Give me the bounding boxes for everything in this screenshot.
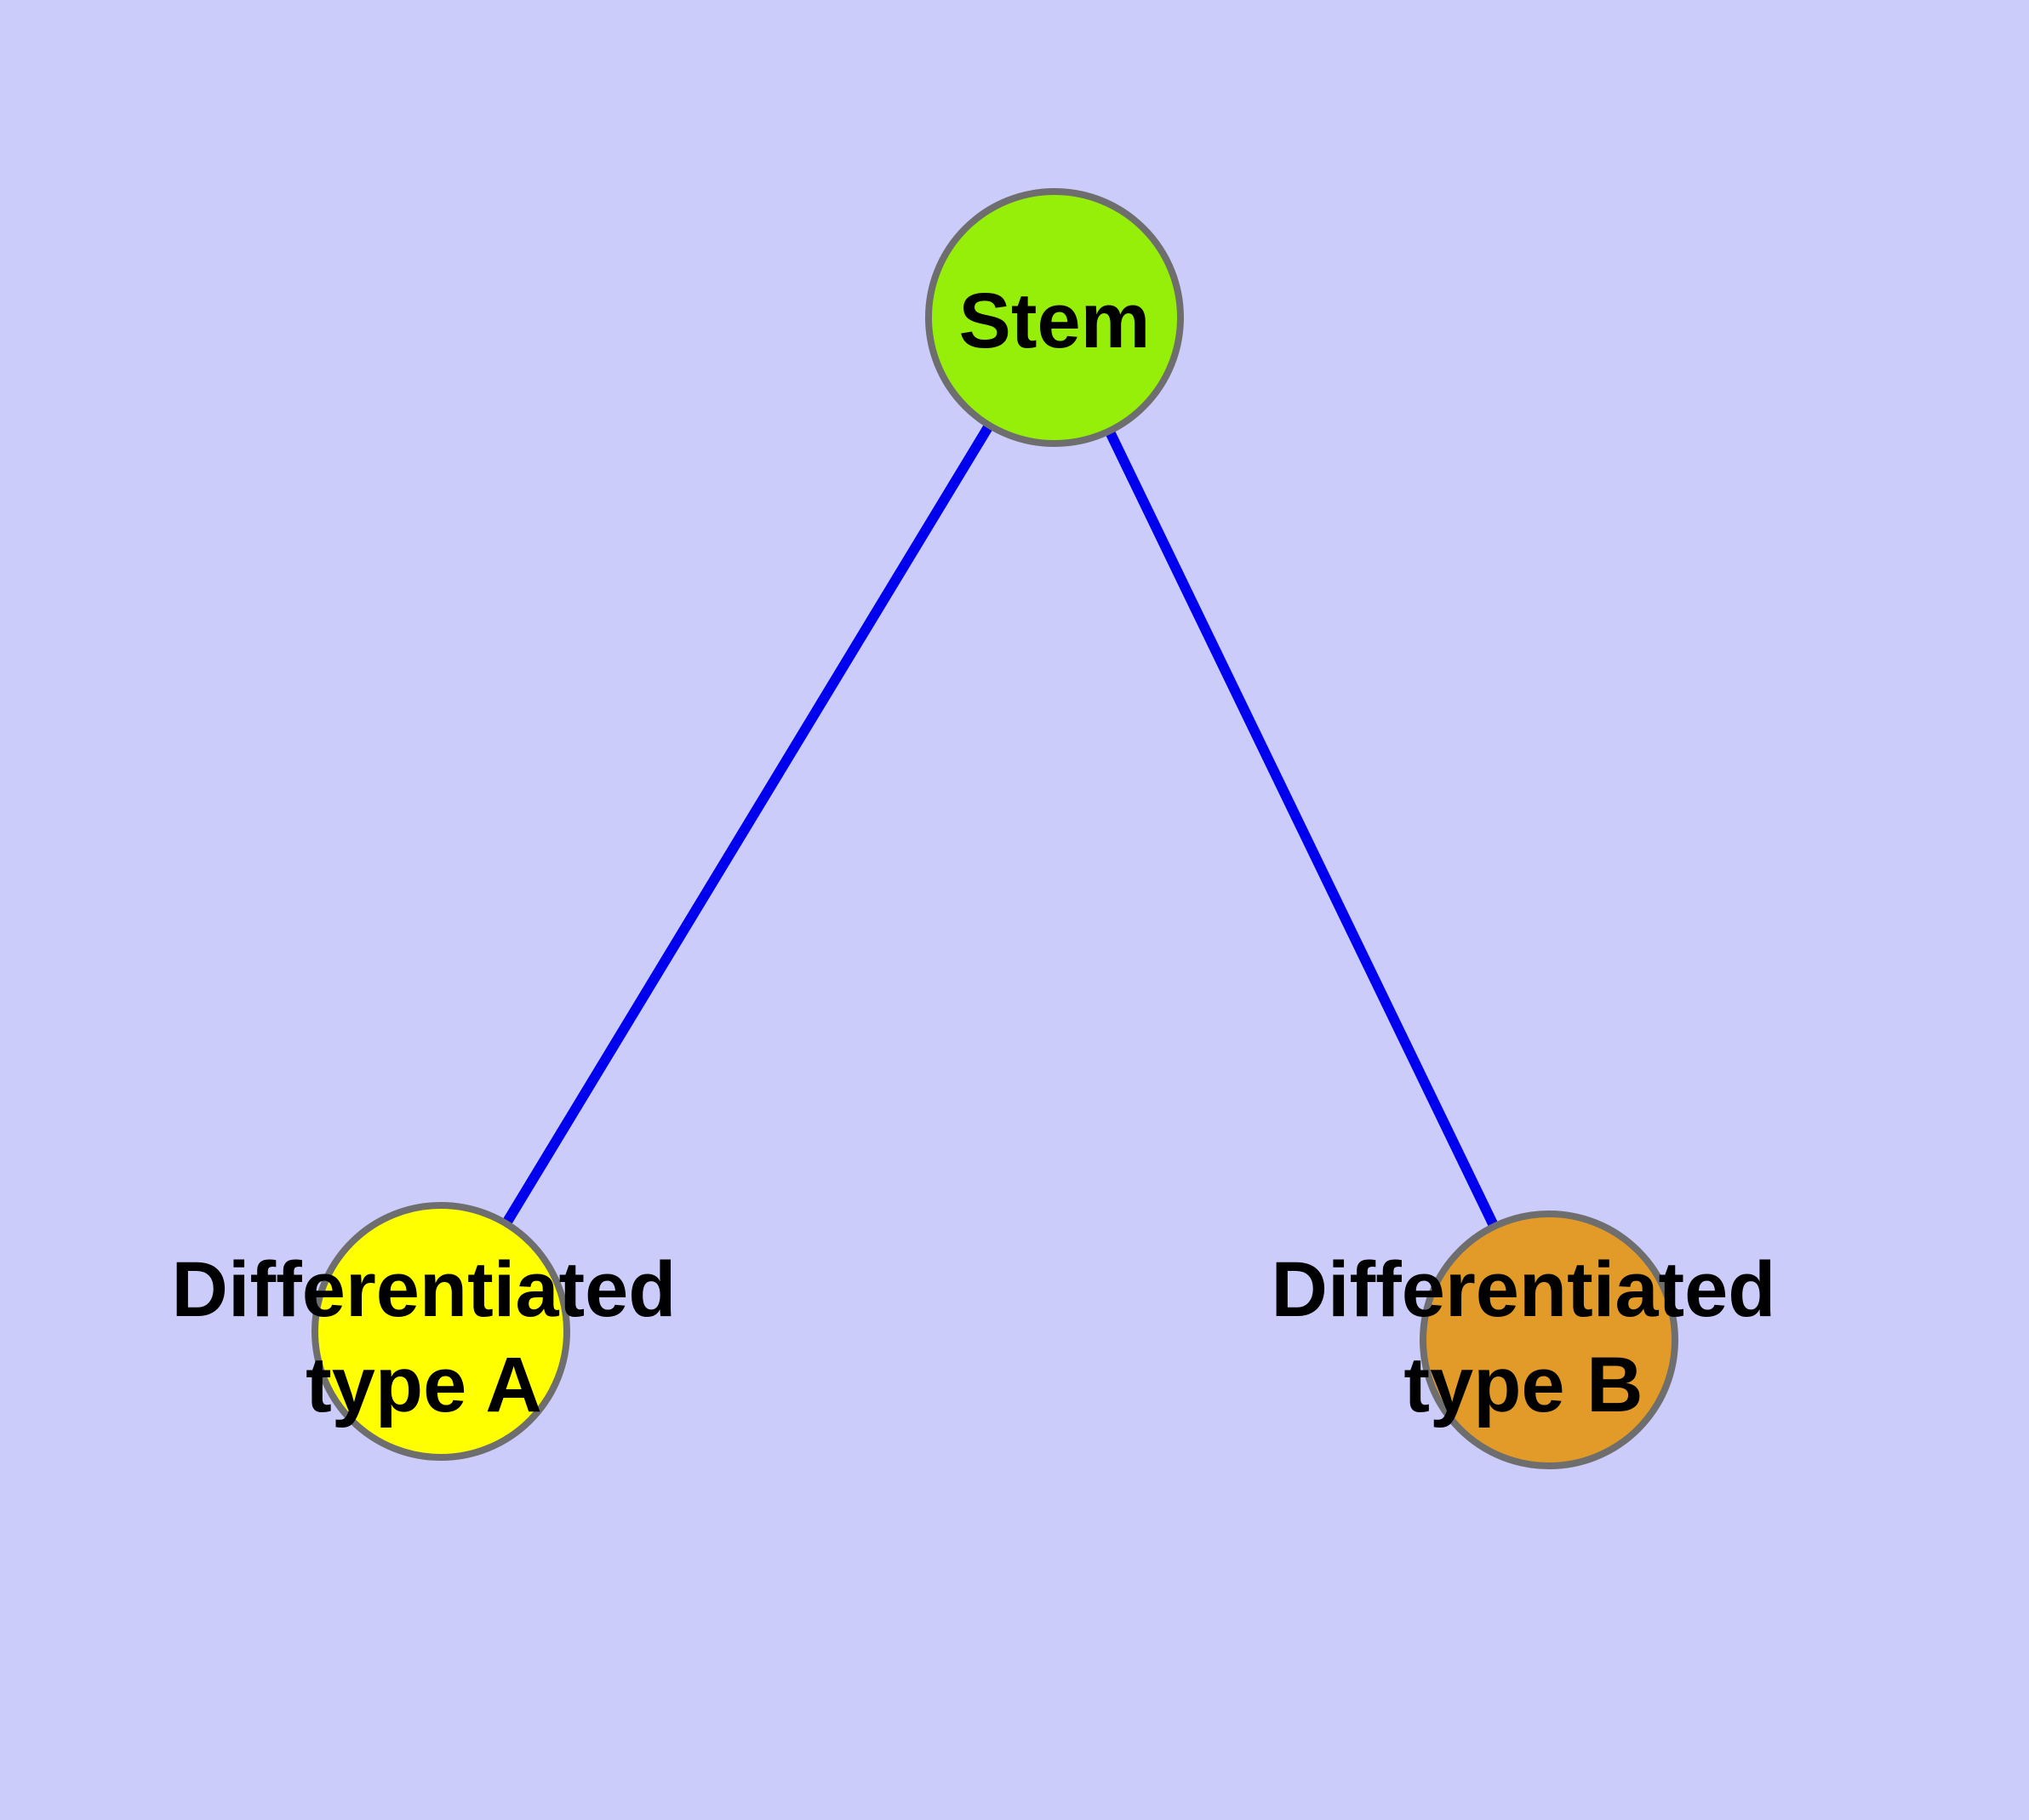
node-stem[interactable] [925, 188, 1184, 447]
nodes-layer [311, 188, 1678, 1469]
node-label-line: Differentiated [1272, 1246, 1776, 1333]
node-diff-b[interactable] [1420, 1210, 1678, 1469]
node-label-line: type A [306, 1342, 542, 1428]
labels-layer: Stem Differentiated type A Differentiated… [172, 278, 1776, 1428]
node-diff-b-label: Differentiated type B [1272, 1246, 1776, 1428]
node-diff-a[interactable] [311, 1202, 570, 1461]
node-label-line: Differentiated [172, 1246, 677, 1333]
node-label-line: Stem [959, 278, 1151, 364]
node-diff-b-circle[interactable] [1420, 1210, 1678, 1469]
edge-stem-to-diff-a[interactable] [436, 314, 1060, 1335]
node-label-line: type B [1403, 1342, 1643, 1428]
edges-layer [436, 314, 1554, 1342]
node-stem-circle[interactable] [925, 188, 1184, 447]
node-diff-a-circle[interactable] [311, 1202, 570, 1461]
node-stem-label: Stem [959, 278, 1151, 364]
node-diff-a-label: Differentiated type A [172, 1246, 677, 1428]
edge-stem-to-diff-b[interactable] [1049, 315, 1554, 1342]
